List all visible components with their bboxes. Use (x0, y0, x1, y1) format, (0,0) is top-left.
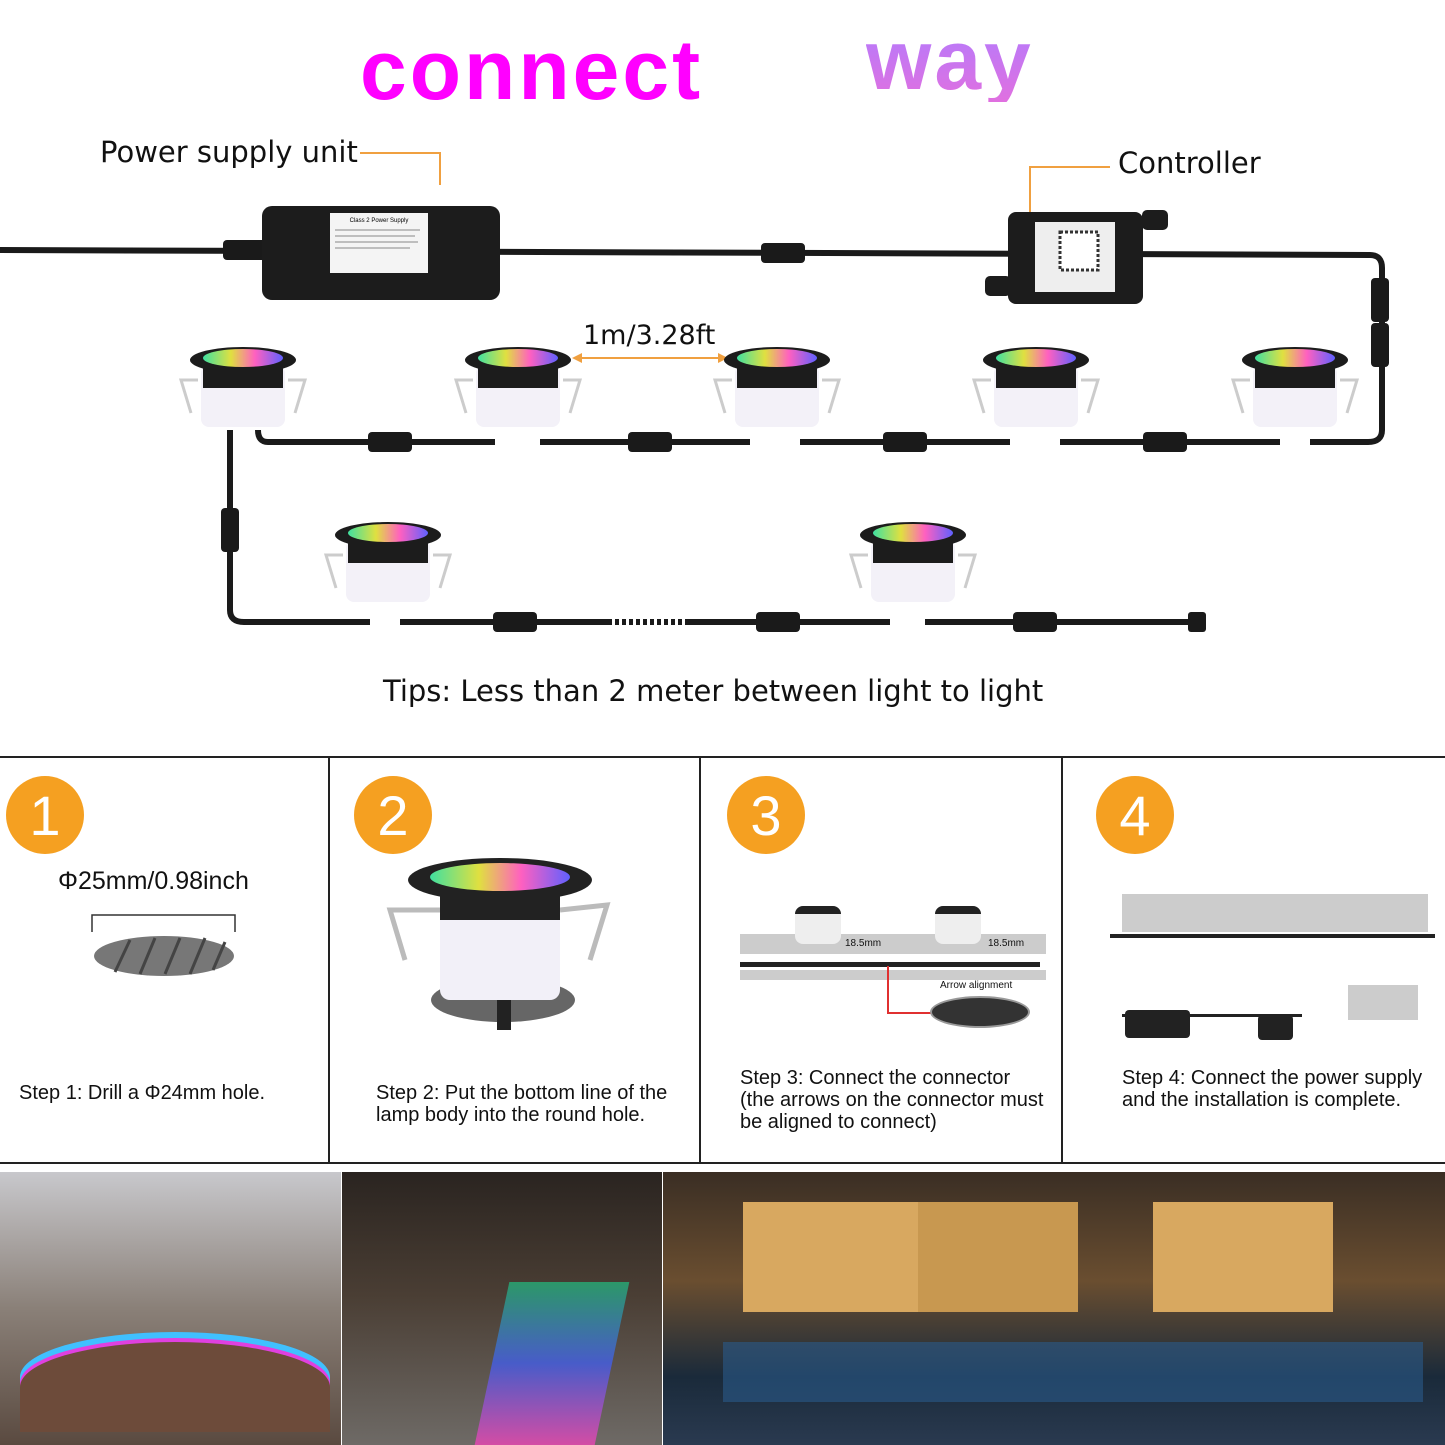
step-3-text: Step 3: Connect the connector (the arrow… (740, 1067, 1044, 1133)
power-supply-label: Power supply unit (100, 135, 358, 169)
distance-label: 1m/3.28ft (583, 320, 716, 351)
title-way: way (866, 13, 1034, 107)
photo-pool-house (663, 1172, 1445, 1445)
connector (1013, 612, 1057, 632)
connector (628, 432, 672, 452)
hole-dimension: Φ25mm/0.98inch (58, 867, 249, 895)
wiring-diagram: Class 2 Power Supply (0, 152, 1389, 632)
deck-light (1230, 347, 1360, 427)
connector (221, 508, 239, 552)
photo-stairs-deck (0, 1172, 341, 1445)
svg-text:Class 2 Power Supply: Class 2 Power Supply (350, 218, 409, 224)
photo-garden-steps (342, 1172, 662, 1445)
deck-light (453, 347, 583, 427)
controller-label: Controller (1118, 146, 1261, 180)
tips-text: Tips: Less than 2 meter between light to… (383, 674, 1044, 708)
controller-leader-line (1029, 166, 1110, 230)
connector-illustration: 18.5mm 18.5mm Arrow alignment (740, 900, 1050, 1030)
drill-hole-illustration (91, 914, 236, 976)
power-supply-unit: Class 2 Power Supply (262, 206, 500, 300)
divider (328, 757, 330, 1163)
connector (1143, 432, 1187, 452)
deck-light (712, 347, 842, 427)
divider (699, 757, 701, 1163)
step-4-text: Step 4: Connect the power supply and the… (1122, 1067, 1423, 1111)
connector (756, 612, 800, 632)
connector (368, 432, 412, 452)
connector (493, 612, 537, 632)
step-4-badge: 4 (1096, 776, 1174, 854)
connector (223, 240, 267, 260)
connector (761, 243, 805, 263)
connector (1371, 323, 1389, 367)
title-connect: connect (360, 23, 704, 117)
complete-installation-illustration (1110, 890, 1440, 1050)
steps-bottom-border (0, 1162, 1445, 1164)
deck-light (178, 347, 308, 427)
step-2-badge: 2 (354, 776, 432, 854)
step-1-text: Step 1: Drill a Φ24mm hole. (19, 1082, 266, 1104)
psu-leader-line (360, 152, 441, 185)
steps-top-border (0, 756, 1445, 758)
deck-light (323, 522, 453, 602)
step-3-badge: 3 (727, 776, 805, 854)
connector (883, 432, 927, 452)
deck-light (971, 347, 1101, 427)
lamp-in-hole-illustration (386, 858, 611, 1030)
connector (1371, 278, 1389, 322)
deck-light (848, 522, 978, 602)
controller (985, 210, 1168, 304)
cable-end-cap (1188, 612, 1206, 632)
step-2-text: Step 2: Put the bottom line of the lamp … (376, 1082, 668, 1126)
step-1-badge: 1 (6, 776, 84, 854)
divider (1061, 757, 1063, 1163)
